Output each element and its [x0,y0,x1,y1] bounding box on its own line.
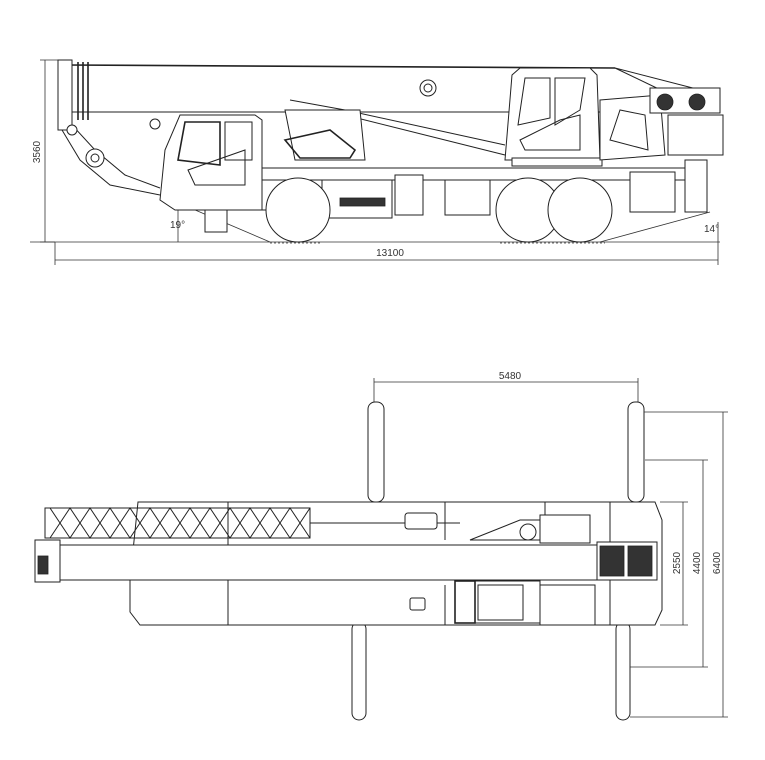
wheels [265,177,613,244]
counterweight [649,87,724,156]
departure-angle-line [599,211,711,243]
approach-angle-label: 19° [170,220,185,231]
outrigger-rear-left [627,401,645,503]
outrigger-longitudinal-label: 5480 [499,371,522,382]
wheel-front [265,177,331,243]
departure-angle-label: 14° [704,224,719,235]
top-view: 5480 [34,371,728,721]
outrigger-mid-label: 4400 [692,551,703,574]
length-dim-label: 13100 [376,248,404,259]
lattice-jib [44,507,460,539]
carrier-cab [159,114,263,233]
outrigger-mid-dimension [630,459,708,668]
outriggers [351,401,645,721]
width-dimension [660,501,688,626]
width-dim-label: 2550 [672,551,683,574]
outrigger-front-left [367,401,385,503]
wheel-rear-2 [547,177,613,243]
operator-cab-top [454,580,596,626]
winches [596,541,658,581]
outrigger-rear-right [615,621,631,721]
boom-head [57,59,161,196]
main-boom-top [39,544,601,581]
fuel-tank-top [409,597,426,611]
side-view: 3560 13100 19° 14° [30,59,724,265]
outrigger-full-label: 6400 [712,551,723,574]
outrigger-longitudinal-dimension [373,378,639,405]
superstructure-cab [504,67,666,167]
length-dimension-line [54,222,719,265]
height-dim-label: 3560 [32,140,43,163]
outrigger-front-right [351,621,367,721]
outrigger-full-dimension [630,411,728,718]
